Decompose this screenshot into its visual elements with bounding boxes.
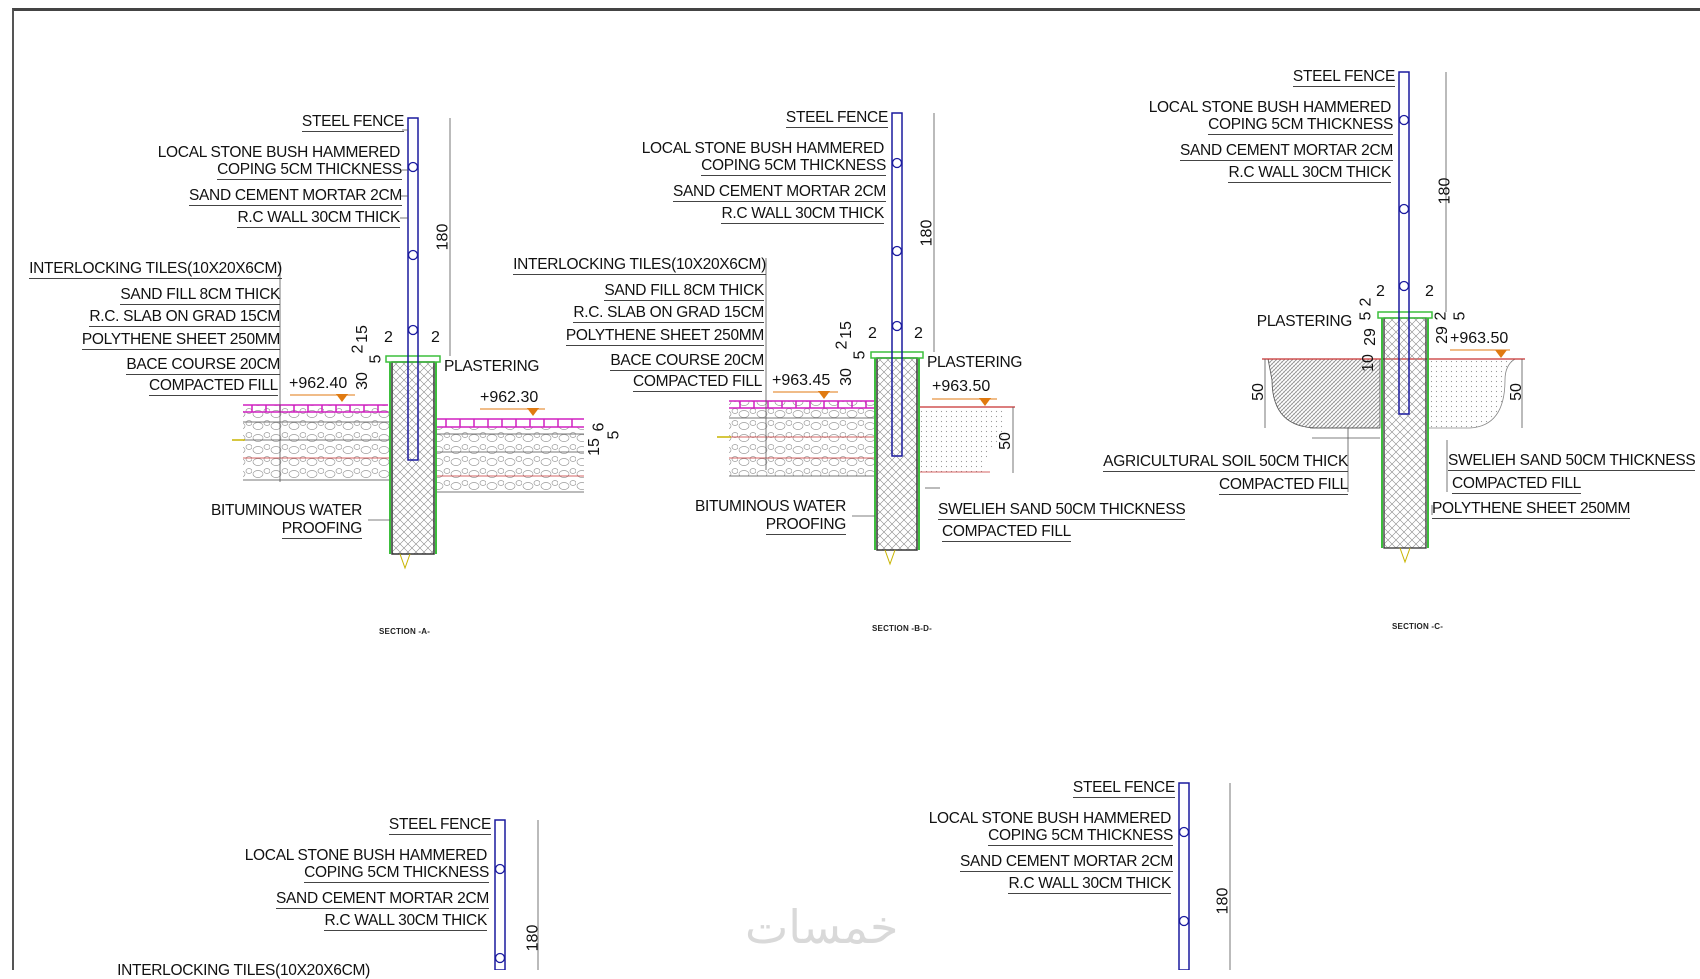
d-steel-fence-label: STEEL FENCE (388, 816, 491, 835)
c-level: +963.50 (1450, 330, 1509, 347)
a-dim-5-right: 5 (605, 430, 623, 440)
bd-dim-2-right: 2 (914, 325, 923, 342)
section-a-drawing (232, 117, 584, 570)
a-dim-2-right: 2 (431, 329, 440, 346)
bd-polythene-label: POLYTHENE SHEET 250MM (565, 327, 764, 346)
a-dim-2-left: 2 (384, 329, 393, 346)
c-dim-29-right: 29 (1433, 326, 1451, 344)
c-agri-label: AGRICULTURAL SOIL 50CM THICK (1103, 453, 1348, 472)
bd-compacted-label: COMPACTED FILL (632, 373, 762, 392)
a-tiles-label: INTERLOCKING TILES(10X20X6CM) (29, 260, 282, 279)
bd-dim-5: 5 (851, 350, 869, 360)
bd-bituminous-label-1: BITUMINOUS WATER (694, 498, 846, 515)
e-coping-label-1: LOCAL STONE BUSH HAMMERED (928, 810, 1172, 827)
c-plastering-label: PLASTERING (1256, 313, 1353, 330)
bd-rc-wall-label: R.C WALL 30CM THICK (721, 205, 884, 224)
bd-slab-label: R.C. SLAB ON GRAD 15CM (573, 304, 764, 323)
d-coping-label-1: LOCAL STONE BUSH HAMMERED (244, 847, 488, 864)
c-polythene-label: POLYTHENE SHEET 250MM (1432, 500, 1631, 519)
bd-coping-label-2: COPING 5CM THICKNESS (701, 157, 886, 176)
c-dim-5-right: 5 (1451, 311, 1469, 321)
a-sand-fill-label: SAND FILL 8CM THICK (120, 286, 280, 305)
section-bd-drawing (717, 112, 1015, 566)
bd-swelieh-label: SWELIEH SAND 50CM THICKNESS (938, 501, 1186, 520)
bd-plastering-label: PLASTERING (927, 354, 1023, 371)
bd-dim-15: 15 (837, 321, 855, 339)
a-plastering-label: PLASTERING (444, 358, 540, 375)
bd-dim-50: 50 (996, 432, 1014, 450)
c-compacted-label: COMPACTED FILL (1218, 476, 1348, 495)
e-rc-wall-label: R.C WALL 30CM THICK (1008, 875, 1171, 894)
section-c-title: SECTION -C- (1392, 622, 1444, 631)
bd-dim-30: 30 (837, 368, 855, 386)
watermark: خمسات (745, 900, 899, 954)
c-rc-wall-label: R.C WALL 30CM THICK (1228, 164, 1391, 183)
drawing-sheet (12, 8, 1700, 970)
a-slab-label: R.C. SLAB ON GRAD 15CM (89, 308, 280, 327)
section-bd-title: SECTION -B-D- (872, 624, 932, 633)
bd-dim-2-v: 2 (833, 340, 851, 350)
a-dim-5: 5 (367, 354, 385, 364)
a-bituminous-label-2: PROOFING (281, 520, 362, 539)
d-dim-180: 180 (524, 924, 542, 952)
section-a-title: SECTION -A- (379, 627, 431, 636)
c-steel-fence-label: STEEL FENCE (1292, 68, 1395, 87)
d-tiles-label: INTERLOCKING TILES(10X20X6CM) (117, 962, 370, 979)
a-dim-180: 180 (434, 223, 452, 251)
a-level-right: +962.30 (480, 389, 539, 406)
a-coping-label-1: LOCAL STONE BUSH HAMMERED (157, 144, 401, 161)
bd-level-right: +963.50 (932, 378, 991, 395)
a-dim-15: 15 (353, 325, 371, 343)
e-steel-fence-label: STEEL FENCE (1072, 779, 1175, 798)
c-dim-29-left: 29 (1361, 328, 1379, 346)
c-dim-180: 180 (1436, 177, 1454, 205)
e-coping-label-2: COPING 5CM THICKNESS (988, 827, 1173, 846)
a-dim-30: 30 (353, 372, 371, 390)
bd-coping-label-1: LOCAL STONE BUSH HAMMERED (641, 140, 885, 157)
bd-sand-fill-label: SAND FILL 8CM THICK (604, 282, 764, 301)
d-mortar-label: SAND CEMENT MORTAR 2CM (275, 890, 489, 909)
c-dim-50-left: 50 (1249, 383, 1267, 401)
c-dim-2-v-right: 2 (1432, 311, 1450, 321)
e-mortar-label: SAND CEMENT MORTAR 2CM (959, 853, 1173, 872)
a-polythene-label: POLYTHENE SHEET 250MM (81, 331, 280, 350)
a-level-left: +962.40 (289, 375, 348, 392)
c-compacted-2-label: COMPACTED FILL (1452, 475, 1582, 494)
c-dim-2-v: 2 (1357, 297, 1375, 307)
c-dim-5-left: 5 (1357, 311, 1375, 321)
a-base-label: BACE COURSE 20CM (126, 356, 280, 375)
c-swelieh-label: SWELIEH SAND 50CM THICKNESS (1448, 452, 1696, 471)
a-steel-fence-label: STEEL FENCE (301, 113, 404, 132)
a-dim-15-right: 15 (585, 438, 603, 456)
bd-bituminous-label-2: PROOFING (765, 516, 846, 535)
a-bituminous-label-1: BITUMINOUS WATER (210, 502, 362, 519)
bd-mortar-label: SAND CEMENT MORTAR 2CM (672, 183, 886, 202)
bd-dim-2-left: 2 (868, 325, 877, 342)
bd-steel-fence-label: STEEL FENCE (785, 109, 888, 128)
section-c-drawing (1262, 71, 1525, 564)
section-lower-left-drawing (494, 819, 539, 970)
bd-dim-180: 180 (918, 219, 936, 247)
a-coping-label-2: COPING 5CM THICKNESS (217, 161, 402, 180)
c-coping-label-2: COPING 5CM THICKNESS (1208, 116, 1393, 135)
c-mortar-label: SAND CEMENT MORTAR 2CM (1179, 142, 1393, 161)
bd-tiles-label: INTERLOCKING TILES(10X20X6CM) (513, 256, 766, 275)
d-rc-wall-label: R.C WALL 30CM THICK (324, 912, 487, 931)
a-compacted-label: COMPACTED FILL (148, 377, 278, 396)
bd-level-left: +963.45 (772, 372, 831, 389)
d-coping-label-2: COPING 5CM THICKNESS (304, 864, 489, 883)
a-dim-2-v: 2 (349, 344, 367, 354)
c-coping-label-1: LOCAL STONE BUSH HAMMERED (1148, 99, 1392, 116)
c-dim-2-right: 2 (1425, 283, 1434, 300)
a-rc-wall-label: R.C WALL 30CM THICK (237, 209, 400, 228)
bd-base-label: BACE COURSE 20CM (610, 352, 764, 371)
section-lower-right-drawing (1178, 782, 1231, 970)
a-mortar-label: SAND CEMENT MORTAR 2CM (188, 187, 402, 206)
e-dim-180: 180 (1214, 887, 1232, 915)
c-dim-2-left: 2 (1376, 283, 1385, 300)
bd-compacted-2-label: COMPACTED FILL (942, 523, 1072, 542)
c-dim-10: 10 (1359, 354, 1377, 372)
c-dim-50-right: 50 (1507, 383, 1525, 401)
